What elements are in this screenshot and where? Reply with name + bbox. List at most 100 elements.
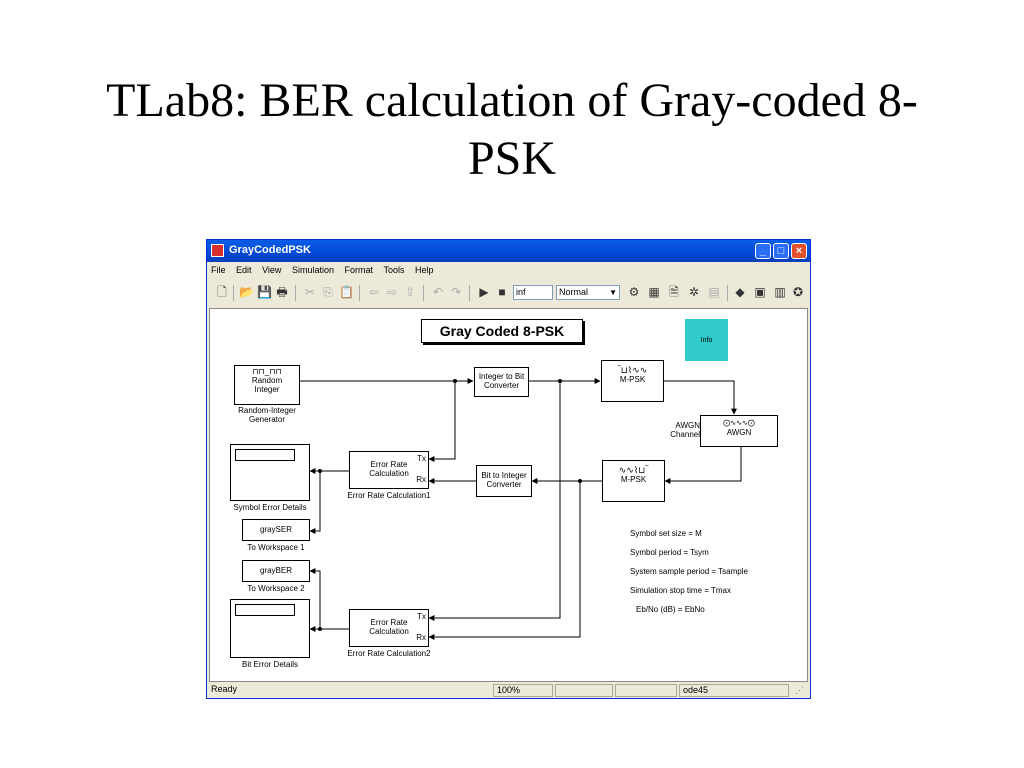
to-workspace-2-block[interactable]: grayBER	[242, 560, 310, 582]
simulink-window: GrayCodedPSK _ □ × File Edit View Simula…	[206, 239, 811, 699]
grid-icon[interactable]: ▤	[708, 285, 720, 299]
menu-simulation[interactable]: Simulation	[291, 265, 334, 275]
slide-title: TLab8: BER calculation of Gray-coded 8-P…	[100, 72, 924, 188]
error-rate-calculation-2-block[interactable]: Error Rate Calculation Tx Rx	[349, 609, 429, 647]
menu-format[interactable]: Format	[344, 265, 373, 275]
copy-icon[interactable]: ⎘	[323, 285, 333, 299]
properties-icon[interactable]: ▥	[774, 285, 786, 299]
parameter-line: Symbol set size = M	[630, 529, 702, 538]
awgn-label-line: Channel	[670, 430, 700, 439]
close-button[interactable]: ×	[791, 243, 807, 259]
new-model-icon[interactable]: 🗋	[217, 285, 227, 299]
to-workspace-1-block[interactable]: graySER	[242, 519, 310, 541]
status-ready: Ready	[211, 684, 238, 694]
paste-icon[interactable]: 📋	[339, 285, 354, 299]
random-integer-label-line: Generator	[248, 415, 286, 424]
error-rate-calculation-2-label: Error Rate Calculation2	[347, 649, 431, 658]
to-workspace-2-text: grayBER	[259, 566, 292, 575]
tx-port-label: Tx	[417, 454, 426, 463]
menu-help[interactable]: Help	[415, 265, 434, 275]
cut-icon[interactable]: ✂	[304, 285, 316, 299]
awgn-text: AWGN	[726, 428, 752, 437]
chevron-down-icon: ▼	[609, 288, 617, 297]
parameter-line: Eb/No (dB) = EbNo	[636, 605, 705, 614]
signal-lines	[300, 378, 742, 640]
menu-file[interactable]: File	[211, 265, 226, 275]
model-canvas[interactable]: Gray Coded 8-PSK Info ⊓⊓_⊓⊓ Random Integ…	[209, 308, 808, 682]
random-integer-label: Random-Integer Generator	[224, 406, 310, 424]
integer-to-bit-block[interactable]: Integer to Bit Converter	[474, 367, 529, 397]
build-icon[interactable]: ⚙	[628, 285, 640, 299]
report-icon[interactable]: ▣	[754, 285, 766, 299]
bit-error-display-block[interactable]	[230, 599, 310, 658]
noise-icon: ⨀∿∿∿⨀	[723, 420, 755, 427]
undo-icon[interactable]: ↶	[432, 285, 444, 299]
maximize-button[interactable]: □	[773, 243, 789, 259]
tx-port-label: Tx	[417, 612, 426, 621]
forward-arrow-icon[interactable]: ⇨	[386, 285, 398, 299]
redo-icon[interactable]: ↷	[450, 285, 462, 299]
error-rate-calculation-1-block[interactable]: Error Rate Calculation Tx Rx	[349, 451, 429, 489]
simulation-mode-select[interactable]: Normal ▼	[556, 285, 620, 300]
mpsk-demodulator-block[interactable]: ∿∿⌇⊔‾ M-PSK	[602, 460, 665, 502]
bit-to-integer-text: Bit to Integer	[481, 471, 527, 480]
toolbar: 🗋 📂 💾 🖶 ✂ ⎘ 📋 ⇦ ⇨ ⇧ ↶ ↷ ▶ ■ inf Normal ▼…	[207, 281, 810, 307]
symbol-error-display-block[interactable]	[230, 444, 310, 501]
bit-to-integer-text: Converter	[486, 480, 522, 489]
model-explorer-icon[interactable]: 🗎	[669, 285, 679, 299]
to-workspace-1-text: graySER	[259, 525, 292, 534]
display-screen	[235, 449, 295, 461]
integer-to-bit-text: Converter	[483, 381, 520, 390]
window-titlebar: GrayCodedPSK _ □ ×	[207, 240, 810, 262]
waveform-icon: ‾⊔⌇∿∿	[617, 365, 648, 375]
error-rate-text: Calculation	[369, 627, 409, 636]
library-browser-icon[interactable]: ▦	[648, 285, 660, 299]
save-icon[interactable]: 💾	[257, 285, 272, 299]
resize-grip-icon[interactable]: ⋰	[795, 685, 804, 695]
back-arrow-icon[interactable]: ⇦	[368, 285, 380, 299]
open-folder-icon[interactable]: 📂	[239, 285, 254, 299]
random-integer-label-line: Random-Integer	[238, 406, 296, 415]
rx-port-label: Rx	[416, 475, 426, 484]
print-icon[interactable]: 🖶	[276, 285, 288, 299]
info-block[interactable]: Info	[685, 319, 728, 361]
awgn-block[interactable]: ⨀∿∿∿⨀ AWGN	[700, 415, 778, 447]
mpsk-modulator-block[interactable]: ‾⊔⌇∿∿ M-PSK	[601, 360, 664, 402]
mpsk-demodulator-text: M-PSK	[620, 475, 647, 484]
awgn-label-line: AWGN	[675, 421, 700, 430]
bit-to-integer-block[interactable]: Bit to Integer Converter	[476, 465, 532, 497]
status-empty	[555, 684, 613, 697]
stop-simulation-icon[interactable]: ■	[498, 285, 506, 299]
stop-time-input[interactable]: inf	[513, 285, 553, 300]
error-rate-text: Calculation	[369, 469, 409, 478]
up-arrow-icon[interactable]: ⇧	[404, 285, 416, 299]
error-rate-text: Error Rate	[370, 460, 408, 469]
menu-edit[interactable]: Edit	[236, 265, 252, 275]
toolbar-separator	[233, 285, 234, 301]
simulink-app-icon	[211, 244, 224, 257]
info-text: Info	[700, 337, 713, 344]
model-heading[interactable]: Gray Coded 8-PSK	[421, 319, 583, 343]
menu-view[interactable]: View	[262, 265, 282, 275]
mpsk-modulator-text: M-PSK	[619, 375, 646, 384]
to-workspace-1-label: To Workspace 1	[247, 543, 305, 552]
random-integer-text: Integer	[254, 385, 280, 394]
toolbar-separator	[295, 285, 296, 301]
slide-title-text: TLab8: BER calculation of Gray-coded 8-P…	[106, 74, 918, 185]
status-zoom: 100%	[493, 684, 553, 697]
help-wheel-icon[interactable]: ✪	[792, 285, 804, 299]
menu-tools[interactable]: Tools	[383, 265, 405, 275]
start-simulation-icon[interactable]: ▶	[479, 285, 489, 299]
random-integer-block[interactable]: ⊓⊓_⊓⊓ Random Integer	[234, 365, 300, 405]
simulation-mode-value: Normal	[559, 287, 589, 297]
model-heading-text: Gray Coded 8-PSK	[439, 323, 565, 339]
debugger-icon[interactable]: ✲	[688, 285, 700, 299]
menubar: File Edit View Simulation Format Tools H…	[207, 262, 810, 280]
symbol-error-details-label: Symbol Error Details	[233, 503, 307, 512]
random-integer-text: Random	[251, 376, 283, 385]
status-solver: ode45	[679, 684, 789, 697]
minimize-button[interactable]: _	[755, 243, 771, 259]
to-workspace-2-label: To Workspace 2	[247, 584, 305, 593]
error-rate-calculation-1-label: Error Rate Calculation1	[347, 491, 431, 500]
profiler-icon[interactable]: ◆	[735, 285, 745, 299]
